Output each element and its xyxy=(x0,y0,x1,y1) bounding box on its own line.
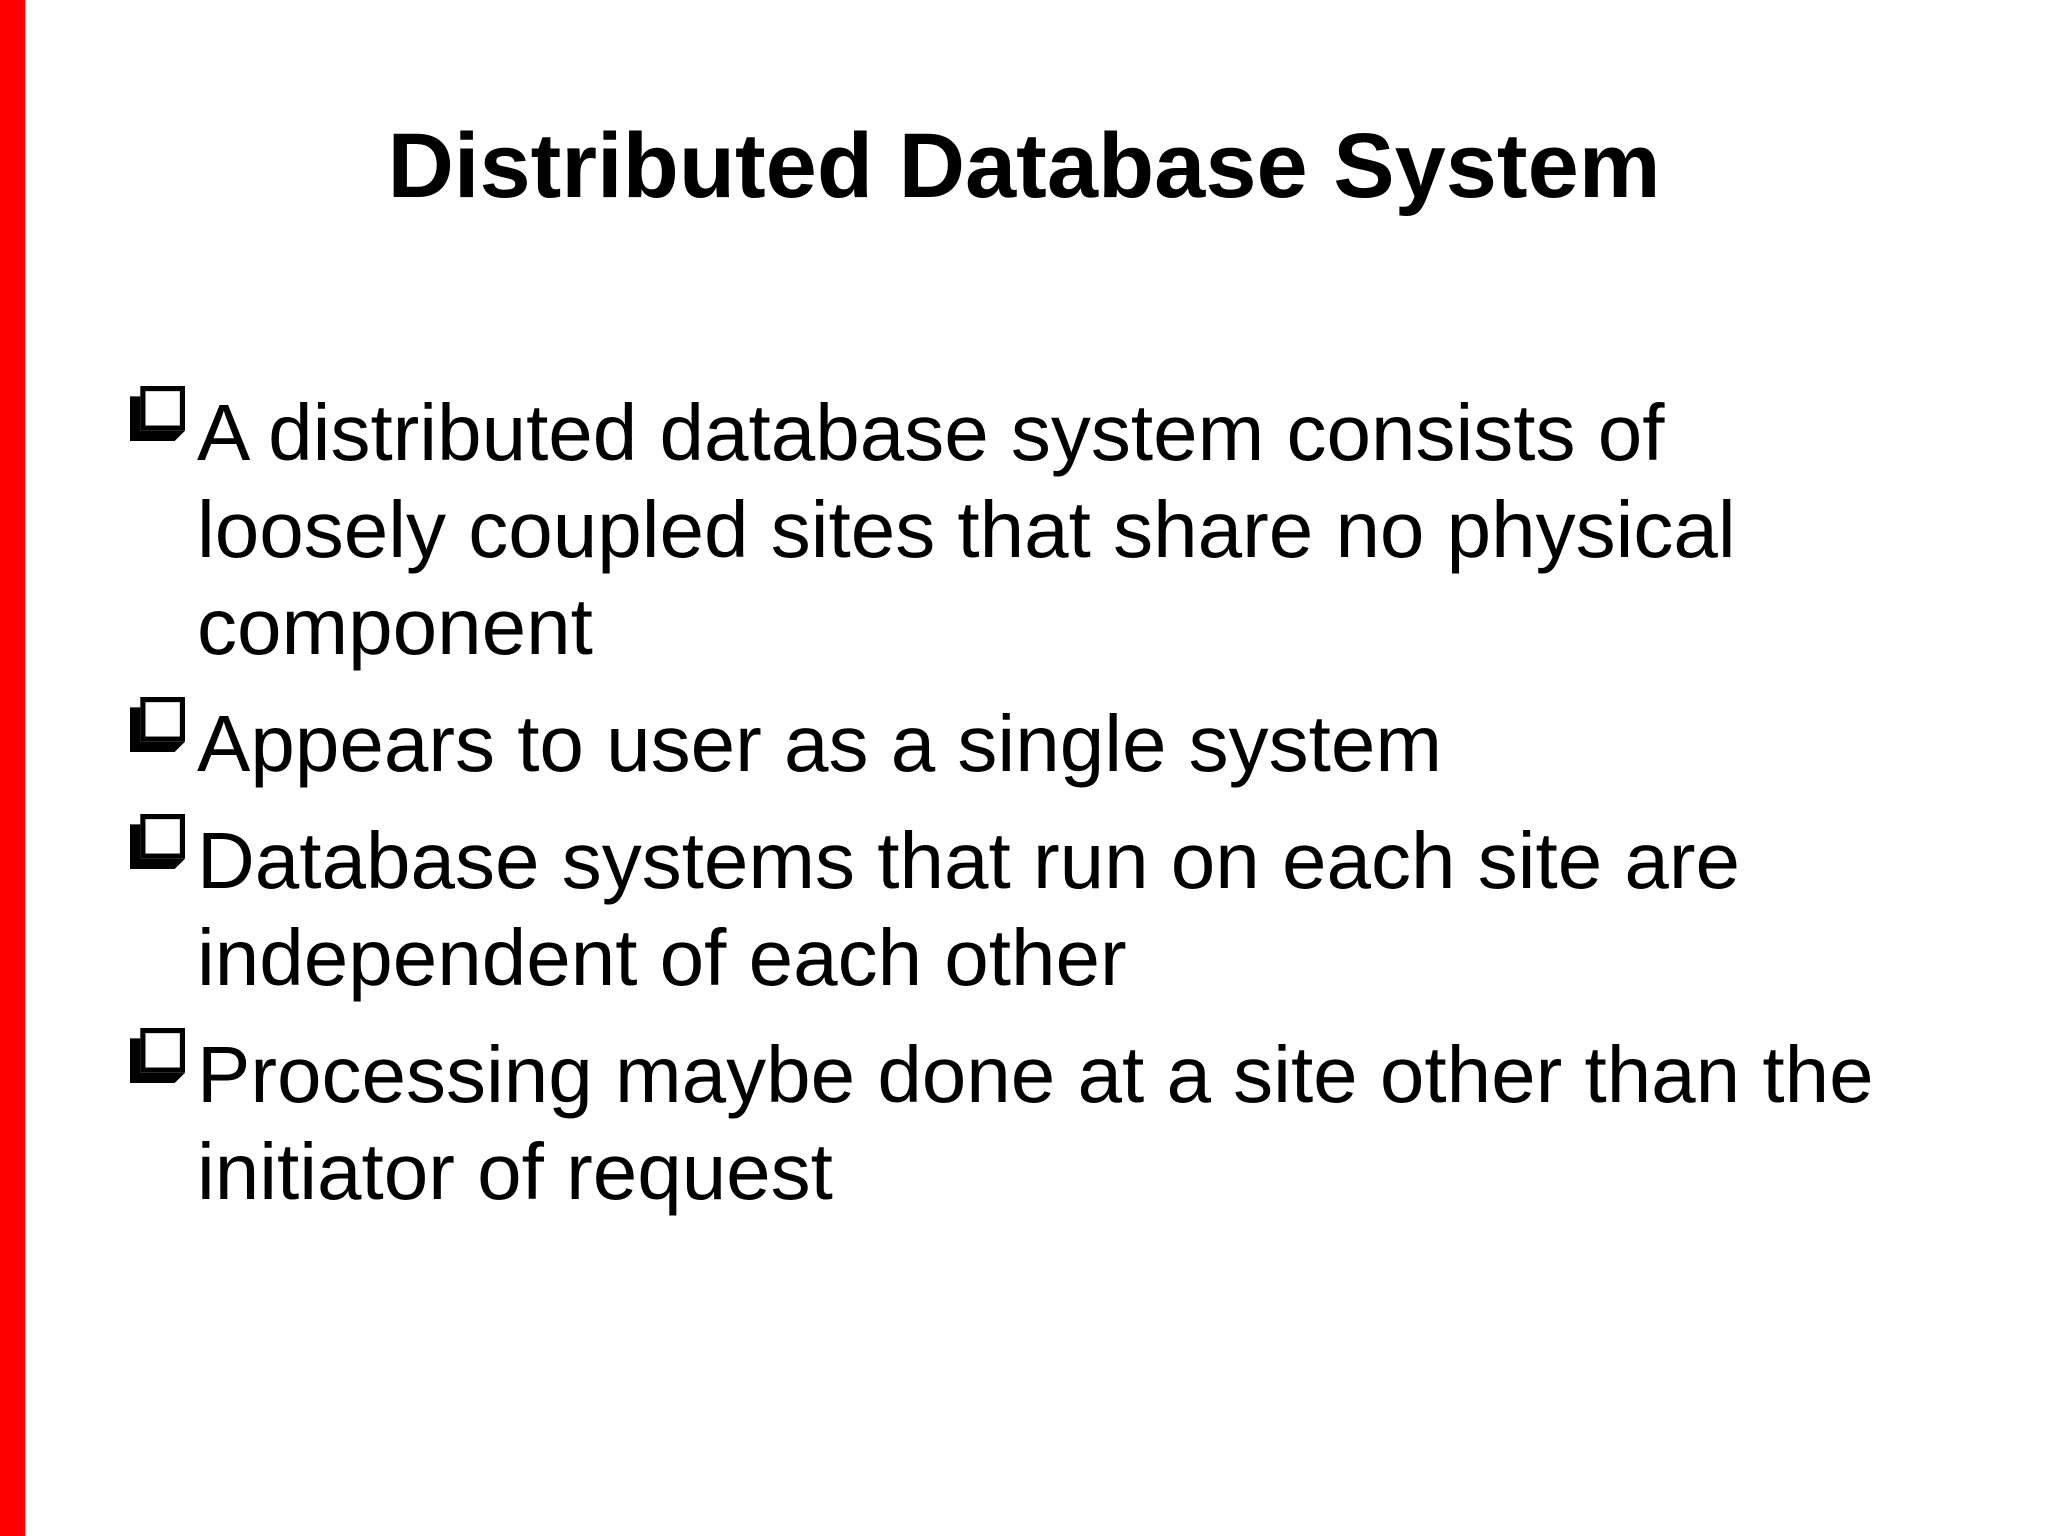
bullet-text: Appears to user as a single system xyxy=(197,699,1443,788)
shadowed-square-bullet-icon xyxy=(130,386,185,441)
bullet-text: Database systems that run on each site a… xyxy=(197,816,1741,1002)
shadowed-square-bullet-icon xyxy=(130,814,185,869)
bullet-item: Appears to user as a single system xyxy=(130,695,1898,792)
slide-title: Distributed Database System xyxy=(387,115,1661,217)
shadowed-square-bullet-icon xyxy=(130,697,185,752)
bullet-text: A distributed database system consists o… xyxy=(197,388,1736,671)
bullet-item: A distributed database system consists o… xyxy=(130,384,1898,675)
shadowed-square-bullet-icon xyxy=(130,1028,185,1083)
bullet-text: Processing maybe done at a site other th… xyxy=(197,1030,1874,1216)
bullet-item: Processing maybe done at a site other th… xyxy=(130,1026,1898,1220)
left-accent-bar xyxy=(0,0,25,1536)
bullet-list: A distributed database system consists o… xyxy=(0,384,2048,1220)
bullet-item: Database systems that run on each site a… xyxy=(130,812,1898,1006)
